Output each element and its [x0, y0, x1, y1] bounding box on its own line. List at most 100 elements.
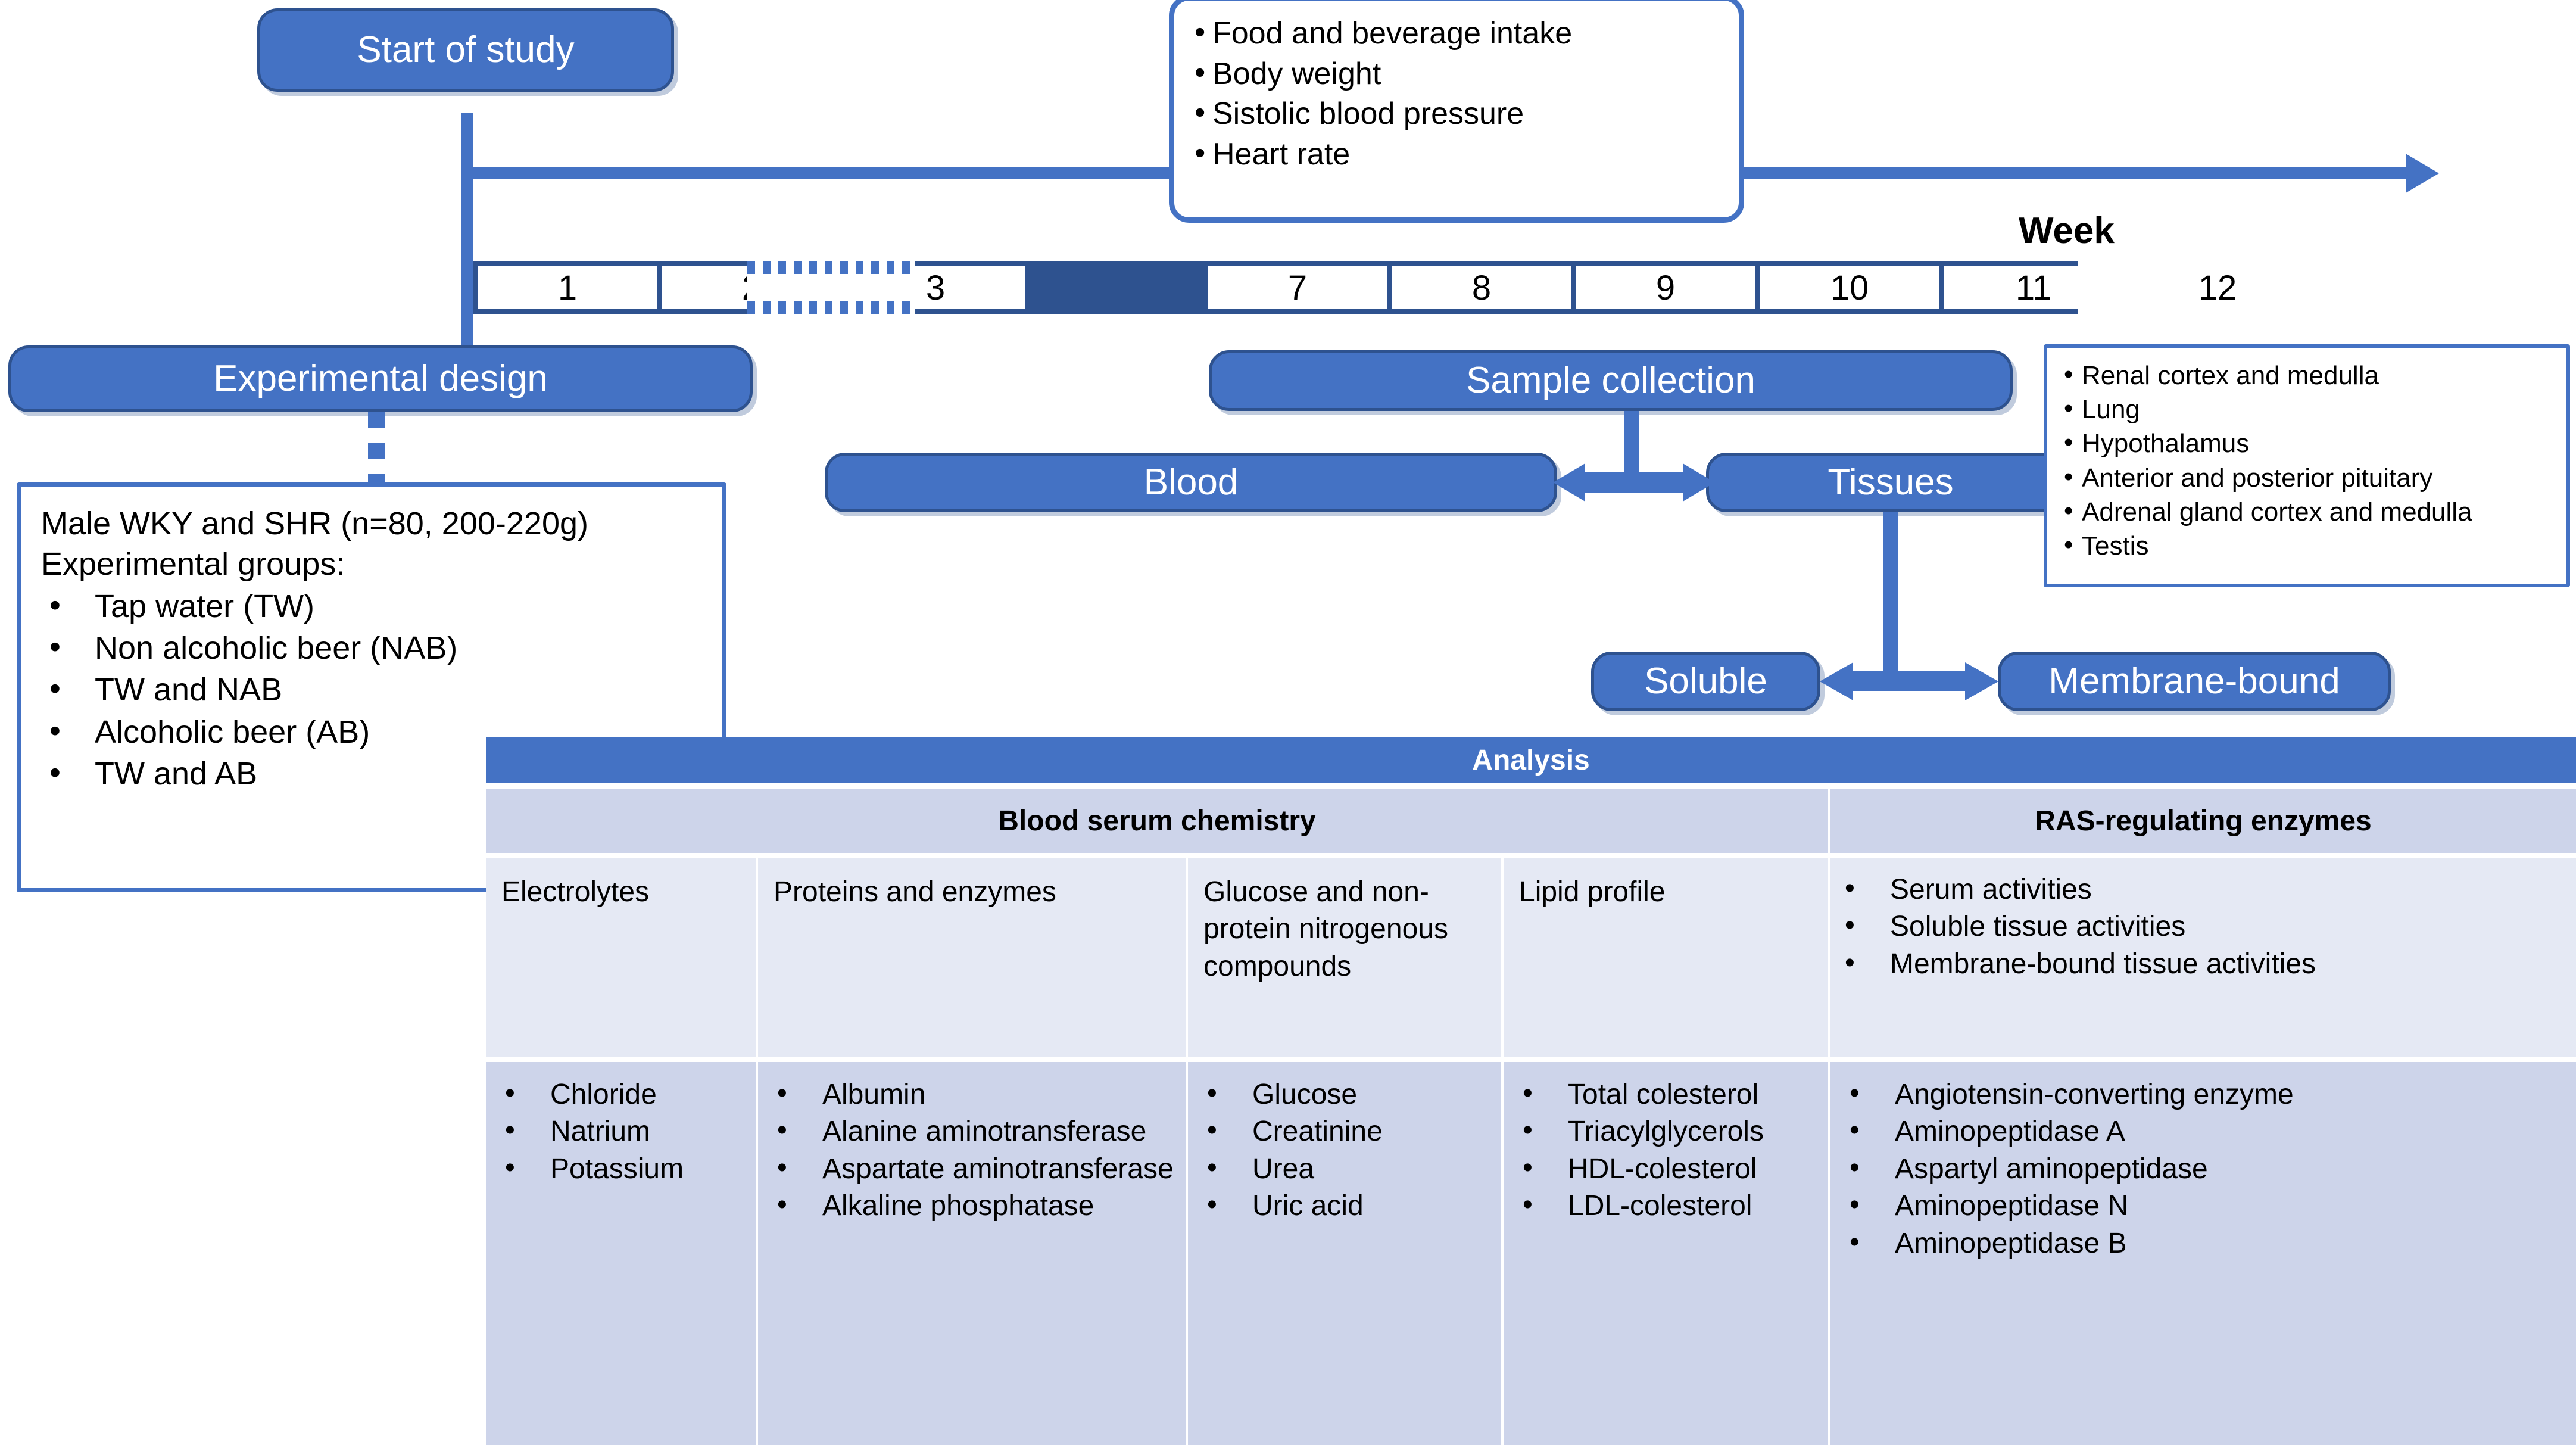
node-blood[interactable]: Blood — [825, 453, 1557, 512]
node-membrane-bound[interactable]: Membrane-bound — [1998, 652, 2391, 711]
list-item: Lung — [2062, 391, 2552, 426]
list-item: Alkaline phosphatase — [769, 1186, 1175, 1225]
blood-tissues-arrow-head-left — [1553, 463, 1585, 502]
week-timeline: 1 2 3 7 8 9 10 11 12 — [473, 261, 2307, 314]
ras-enzymes-list: Angiotensin-converting enzyme Aminopepti… — [1841, 1075, 2565, 1262]
monitored-parameters-list: Food and beverage intake Body weight Sis… — [1192, 13, 1721, 175]
list-item: Serum activities — [1836, 870, 2561, 908]
tissues-stem — [1883, 512, 1898, 685]
week-cell[interactable]: 9 — [1576, 266, 1755, 309]
animals-text: Male WKY and SHR (n=80, 200-220g) — [41, 506, 589, 541]
list-item: LDL-colesterol — [1514, 1186, 1817, 1225]
list-item: Uric acid — [1199, 1186, 1490, 1225]
start-stem-line — [461, 113, 473, 399]
soluble-membrane-arrow-shaft — [1852, 671, 1980, 691]
experimental-groups-list: Tap water (TW) Non alcoholic beer (NAB) … — [41, 584, 702, 795]
group-header-blood-serum: Blood serum chemistry — [486, 789, 1830, 853]
week-cell[interactable]: 10 — [1760, 266, 1939, 309]
list-item: Alanine aminotransferase — [769, 1112, 1175, 1150]
proteins-enzymes-list: Albumin Alanine aminotransferase Asparta… — [769, 1075, 1175, 1225]
node-start-of-study[interactable]: Start of study — [257, 8, 674, 92]
table-group-header-row: Blood serum chemistry RAS-regulating enz… — [486, 789, 2576, 853]
blood-tissues-arrow-shaft — [1584, 472, 1685, 493]
groups-label: Experimental groups: — [41, 546, 345, 583]
monitored-parameters-box: Food and beverage intake Body weight Sis… — [1169, 0, 1744, 223]
cell-electrolytes: Chloride Natrium Potassium — [486, 1062, 758, 1445]
list-item: Soluble tissue activities — [1836, 907, 2561, 945]
week-gap — [1030, 266, 1203, 309]
analysis-title: Analysis — [486, 737, 2576, 783]
list-item: Natrium — [497, 1112, 745, 1150]
list-item: Non alcoholic beer (NAB) — [41, 626, 702, 669]
list-item: Body weight — [1192, 53, 1721, 95]
node-start-of-study-label: Start of study — [357, 29, 575, 71]
list-item: Alcoholic beer (AB) — [41, 710, 702, 753]
electrolytes-list: Chloride Natrium Potassium — [497, 1075, 745, 1188]
column-header-proteins-enzymes: Proteins and enzymes — [758, 858, 1188, 1057]
column-header-lipid-profile: Lipid profile — [1504, 858, 1830, 1057]
week-axis-label: Week — [2019, 210, 2115, 251]
list-item: Membrane-bound tissue activities — [1836, 945, 2561, 983]
week-cell[interactable]: 1 — [478, 266, 657, 309]
node-blood-label: Blood — [1143, 462, 1239, 503]
list-item: Sistolic blood pressure — [1192, 93, 1721, 135]
list-item: Aminopeptidase B — [1841, 1224, 2565, 1262]
tissues-list-box: Renal cortex and medulla Lung Hypothalam… — [2044, 344, 2570, 587]
list-item: TW and AB — [41, 752, 702, 795]
list-item: Albumin — [769, 1075, 1175, 1113]
column-header-ras-activities: Serum activities Soluble tissue activiti… — [1830, 858, 2576, 1057]
timeline-arrow-head — [2406, 154, 2439, 193]
list-item: Aspartyl aminopeptidase — [1841, 1150, 2565, 1188]
column-header-glucose-npn: Glucose and non-protein nitrogenous comp… — [1188, 858, 1504, 1057]
table-spacer — [486, 1057, 2576, 1062]
list-item: Aminopeptidase N — [1841, 1186, 2565, 1225]
table-column-header-row: Electrolytes Proteins and enzymes Glucos… — [486, 858, 2576, 1057]
group-header-ras: RAS-regulating enzymes — [1830, 789, 2576, 853]
cell-ras-enzymes: Angiotensin-converting enzyme Aminopepti… — [1830, 1062, 2576, 1445]
list-item: Tap water (TW) — [41, 584, 702, 627]
node-tissues[interactable]: Tissues — [1706, 453, 2075, 512]
list-item: Hypothalamus — [2062, 425, 2552, 460]
table-spacer — [486, 783, 2576, 789]
list-item: Heart rate — [1192, 133, 1721, 175]
lipid-profile-list: Total colesterol Triacylglycerols HDL-co… — [1514, 1075, 1817, 1225]
list-item: Food and beverage intake — [1192, 13, 1721, 54]
list-item: Potassium — [497, 1150, 745, 1188]
week-cell[interactable]: 12 — [2128, 266, 2307, 309]
list-item: TW and NAB — [41, 668, 702, 711]
node-sample-collection-label: Sample collection — [1466, 360, 1755, 401]
list-item: Renal cortex and medulla — [2062, 357, 2552, 393]
blood-tissues-arrow-head-right — [1683, 463, 1715, 502]
node-sample-collection[interactable]: Sample collection — [1209, 350, 2013, 411]
week-cell[interactable]: 11 — [1944, 266, 2123, 309]
list-item: Angiotensin-converting enzyme — [1841, 1075, 2565, 1113]
node-soluble-label: Soluble — [1644, 661, 1767, 702]
list-item: Aminopeptidase A — [1841, 1112, 2565, 1150]
soluble-membrane-arrow-head-right — [1965, 662, 1998, 700]
node-experimental-design[interactable]: Experimental design — [8, 345, 753, 412]
soluble-membrane-arrow-head-left — [1820, 662, 1853, 700]
list-item: Triacylglycerols — [1514, 1112, 1817, 1150]
tissues-list: Renal cortex and medulla Lung Hypothalam… — [2062, 357, 2552, 563]
list-item: Aspartate aminotransferase — [769, 1150, 1175, 1188]
table-spacer — [486, 853, 2576, 858]
node-experimental-design-label: Experimental design — [213, 358, 548, 400]
ras-activities-list: Serum activities Soluble tissue activiti… — [1836, 870, 2561, 983]
node-soluble[interactable]: Soluble — [1591, 652, 1820, 711]
list-item: Total colesterol — [1514, 1075, 1817, 1113]
node-membrane-bound-label: Membrane-bound — [2048, 661, 2340, 702]
list-item: Adrenal gland cortex and medulla — [2062, 494, 2552, 529]
list-item: HDL-colesterol — [1514, 1150, 1817, 1188]
list-item: Testis — [2062, 528, 2552, 563]
list-item: Anterior and posterior pituitary — [2062, 460, 2552, 495]
week-cell[interactable]: 8 — [1392, 266, 1571, 309]
node-tissues-label: Tissues — [1827, 462, 1954, 503]
sample-collection-stem — [1624, 411, 1639, 477]
column-header-electrolytes: Electrolytes — [486, 858, 758, 1057]
week-cell[interactable]: 7 — [1208, 266, 1387, 309]
list-item: Creatinine — [1199, 1112, 1490, 1150]
timeline-dashed-gap — [747, 261, 915, 314]
glucose-npn-list: Glucose Creatinine Urea Uric acid — [1199, 1075, 1490, 1225]
cell-proteins-enzymes: Albumin Alanine aminotransferase Asparta… — [758, 1062, 1188, 1445]
